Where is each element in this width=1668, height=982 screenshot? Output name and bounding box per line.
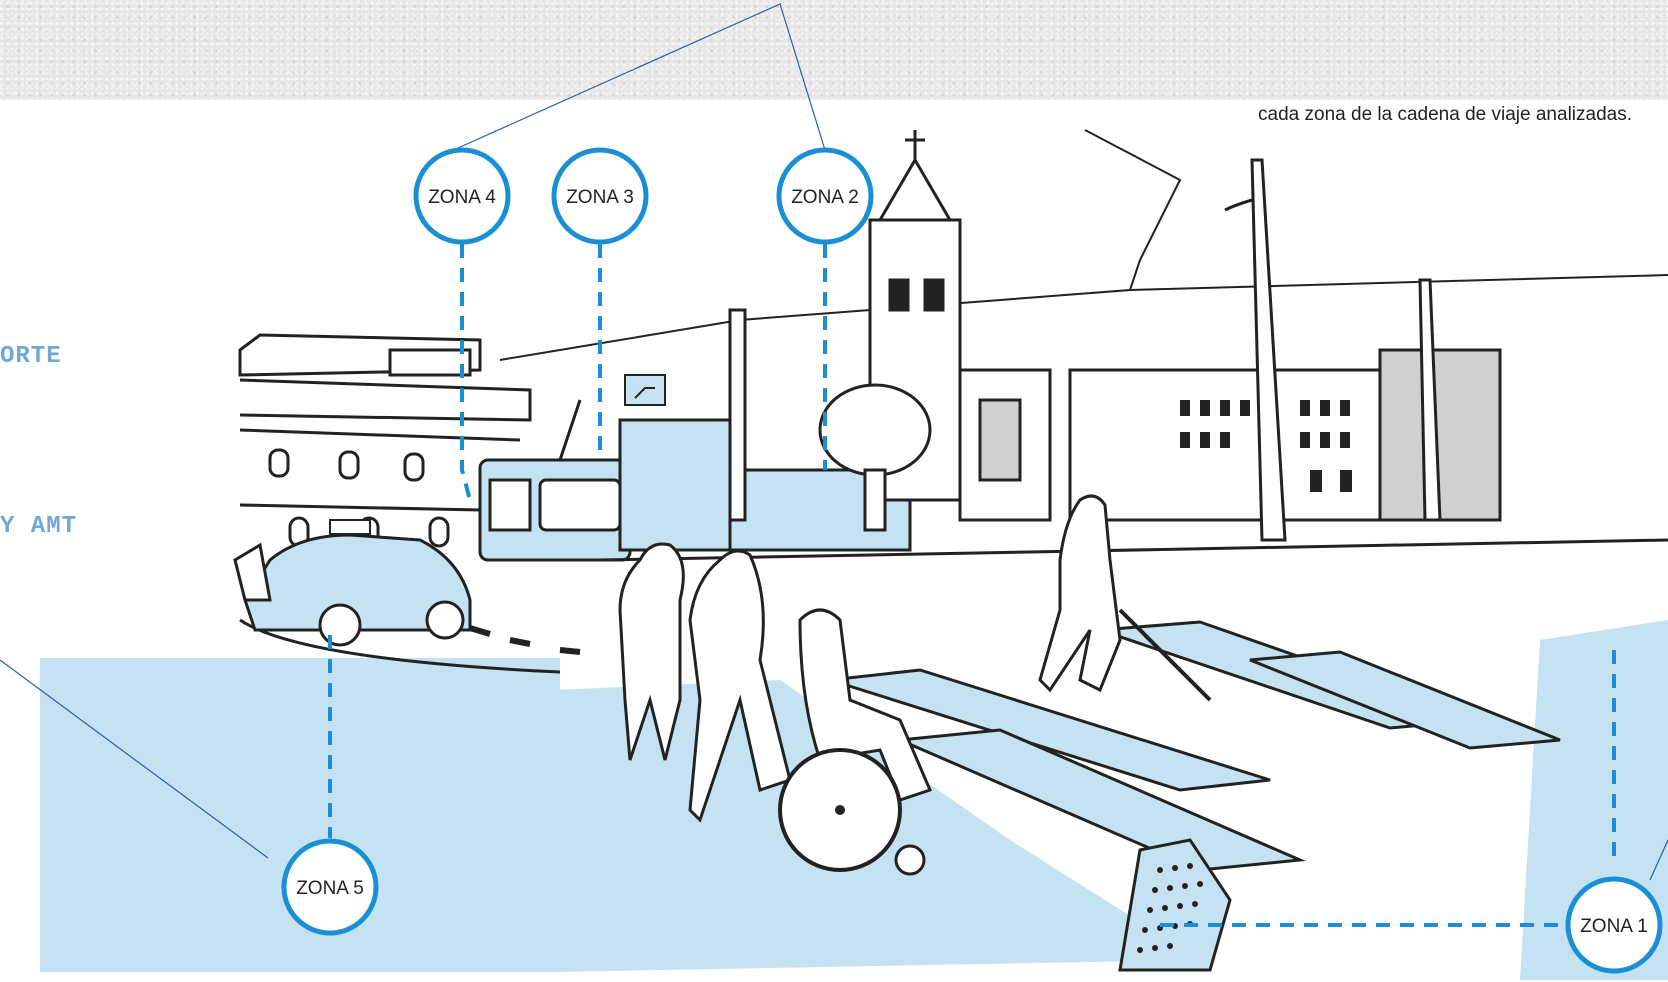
overhead-wire: [499, 129, 1182, 361]
crosswalk: [829, 620, 1561, 872]
zone-3-marker: ZONA 3: [551, 147, 649, 245]
zone-3-label: ZONA 3: [566, 187, 634, 208]
zone-5-label: ZONA 5: [296, 878, 364, 899]
right-building: [1068, 348, 1502, 522]
caption-text: cada zona de la cadena de viaje analizad…: [1258, 104, 1632, 125]
metro-entrance: [618, 374, 912, 552]
side-label-bottom: Y AMT: [0, 513, 78, 540]
zone-1-label: ZONA 1: [1580, 916, 1648, 937]
zone-dashed-lines: [328, 244, 1616, 927]
zone-2-marker: ZONA 2: [776, 147, 874, 245]
overhead-wire: [1129, 274, 1668, 291]
taxi: [233, 519, 472, 647]
side-label-top: ORTE: [0, 343, 62, 370]
bus: [478, 399, 632, 562]
zone-1-marker: ZONA 1: [1565, 876, 1663, 974]
wheelchair-user: [778, 608, 933, 876]
pedestrians: [618, 494, 1212, 823]
zone-4-marker: ZONA 4: [413, 147, 511, 245]
zone-5-marker: ZONA 5: [281, 838, 379, 936]
zone-4-label: ZONA 4: [428, 187, 496, 208]
leader-lines: [0, 3, 1668, 881]
tree: [818, 383, 932, 532]
lamp-post: [728, 158, 1442, 542]
tactile-paving: [1118, 838, 1232, 972]
zone-2-label: ZONA 2: [791, 187, 859, 208]
